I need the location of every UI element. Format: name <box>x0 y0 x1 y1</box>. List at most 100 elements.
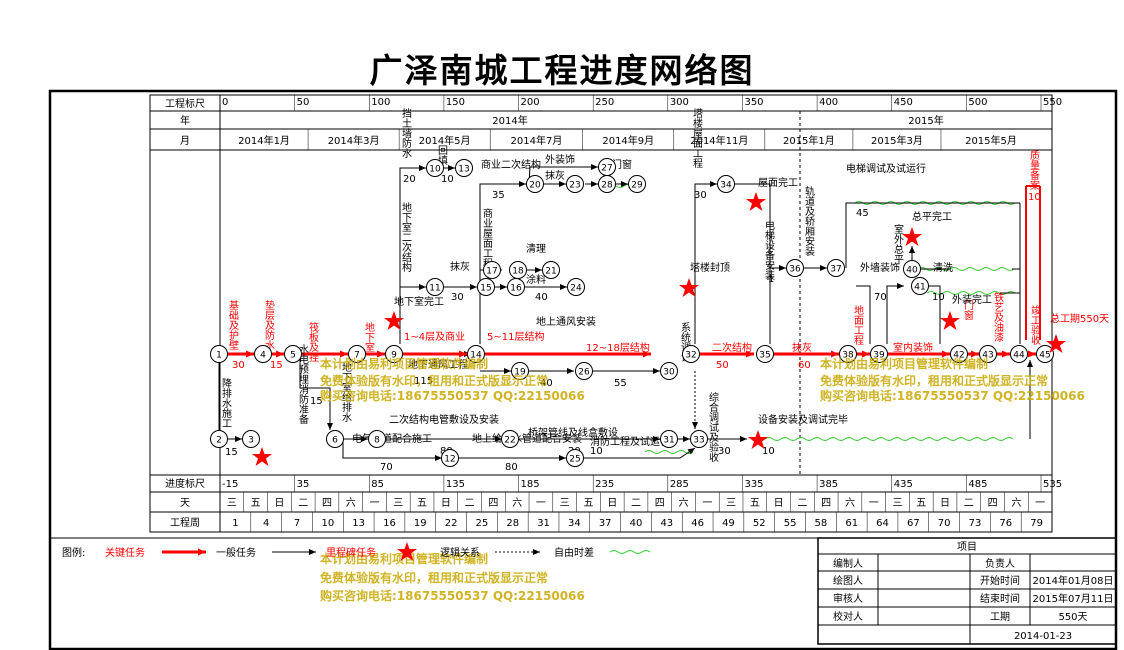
node-circle[interactable] <box>483 261 501 279</box>
node-number: 43 <box>982 351 993 361</box>
week-cell: 64 <box>876 518 889 529</box>
day-cell: 五 <box>583 498 593 509</box>
node-number: 3 <box>248 436 254 446</box>
node-circle[interactable] <box>254 345 272 363</box>
node-number: 27 <box>601 164 612 174</box>
node-number: 12 <box>444 455 455 465</box>
week-cell: 4 <box>263 518 269 529</box>
node-circle[interactable] <box>441 449 459 467</box>
task-label: 塔楼封顶 <box>690 261 730 274</box>
node-number: 45 <box>1039 351 1050 361</box>
week-cell: 76 <box>999 518 1012 529</box>
node-circle[interactable] <box>979 345 997 363</box>
node-circle[interactable] <box>827 259 845 277</box>
node-circle[interactable] <box>455 159 473 177</box>
node-number: 6 <box>332 436 338 446</box>
task-label: 铁艺及油漆 <box>992 291 1004 342</box>
day-cell: 四 <box>655 498 665 509</box>
progress-tick: 235 <box>595 479 614 490</box>
node-number: 16 <box>510 284 522 294</box>
task-label: 1~4层及商业 <box>404 330 465 343</box>
task-duration: 30 <box>232 360 245 371</box>
node-circle[interactable] <box>426 159 444 177</box>
task-duration: 15 <box>310 396 323 407</box>
node-circle[interactable] <box>542 261 560 279</box>
node-circle[interactable] <box>501 430 519 448</box>
year-2014: 2014年 <box>492 114 527 127</box>
node-circle[interactable] <box>509 261 527 279</box>
node-circle[interactable] <box>717 175 735 193</box>
node-circle[interactable] <box>284 345 302 363</box>
node-circle[interactable] <box>756 345 774 363</box>
node-number: 44 <box>1013 351 1025 361</box>
task-label: 地下室二次结构 <box>400 201 412 273</box>
month-cell: 2015年1月 <box>783 134 835 147</box>
watermark-line: 购买咨询电话:18675550537 QQ:22150066 <box>320 588 585 603</box>
scale-tick: 200 <box>521 97 540 108</box>
node-circle[interactable] <box>526 175 544 193</box>
watermark-line: 免费体验版有水印，租用和正式版显示正常 <box>320 373 548 388</box>
progress-tick: 185 <box>521 479 540 490</box>
node-circle[interactable] <box>210 430 228 448</box>
week-cell: 19 <box>414 518 427 529</box>
node-circle[interactable] <box>210 345 228 363</box>
node-circle[interactable] <box>911 277 929 295</box>
month-cell: 2014年1月 <box>238 134 290 147</box>
node-circle[interactable] <box>903 260 921 278</box>
node-circle[interactable] <box>566 449 584 467</box>
node-number: 30 <box>663 368 675 378</box>
node-circle[interactable] <box>467 345 485 363</box>
node-circle[interactable] <box>566 175 584 193</box>
node-circle[interactable] <box>870 345 888 363</box>
node-circle[interactable] <box>385 345 403 363</box>
day-cell: 二 <box>964 498 974 509</box>
month-cell: 2014年7月 <box>511 134 563 147</box>
milestones <box>252 192 1066 466</box>
node-circle[interactable] <box>368 430 386 448</box>
node-circle[interactable] <box>1010 345 1028 363</box>
day-cell: 一 <box>702 498 712 509</box>
node-circle[interactable] <box>950 345 968 363</box>
year-row-label: 年 <box>180 114 190 127</box>
progress-tick: 485 <box>968 479 987 490</box>
day-cell: 二 <box>797 498 807 509</box>
week-cell: 70 <box>938 518 951 529</box>
task-label: 地面工程 <box>852 304 864 345</box>
node-circle[interactable] <box>511 362 529 380</box>
task-duration: 45 <box>856 208 869 219</box>
node-circle[interactable] <box>348 345 366 363</box>
progress-tick: 535 <box>1043 479 1062 490</box>
week-cell: 67 <box>907 518 920 529</box>
node-circle[interactable] <box>690 430 708 448</box>
node-circle[interactable] <box>567 278 585 296</box>
node-circle[interactable] <box>628 175 646 193</box>
node-circle[interactable] <box>786 259 804 277</box>
node-circle[interactable] <box>839 345 857 363</box>
node-circle[interactable] <box>598 175 616 193</box>
scale-tick: 150 <box>446 97 465 108</box>
task-label: 外墙装饰 <box>860 261 900 274</box>
node-circle[interactable] <box>477 278 495 296</box>
node-number: 10 <box>429 165 441 175</box>
milestone-star-icon <box>748 430 768 449</box>
info-checker: 校对人 <box>833 610 863 623</box>
node-circle[interactable] <box>426 278 444 296</box>
node-circle[interactable] <box>660 430 678 448</box>
day-cell: 五 <box>750 498 760 509</box>
node-circle[interactable] <box>242 430 260 448</box>
info-drawer: 绘图人 <box>833 574 863 587</box>
node-circle[interactable] <box>682 345 700 363</box>
day-cell: 五 <box>251 498 261 509</box>
node-circle[interactable] <box>326 430 344 448</box>
node-circle[interactable] <box>1036 345 1054 363</box>
task-label: 综合调试及验收 <box>707 391 719 463</box>
node-number: 13 <box>458 165 469 175</box>
task-duration: 80 <box>505 462 518 473</box>
task-label: 质量备案 <box>1028 150 1040 191</box>
week-cell: 61 <box>845 518 858 529</box>
node-circle[interactable] <box>660 362 678 380</box>
legend-float-line <box>609 550 651 554</box>
node-circle[interactable] <box>575 362 593 380</box>
